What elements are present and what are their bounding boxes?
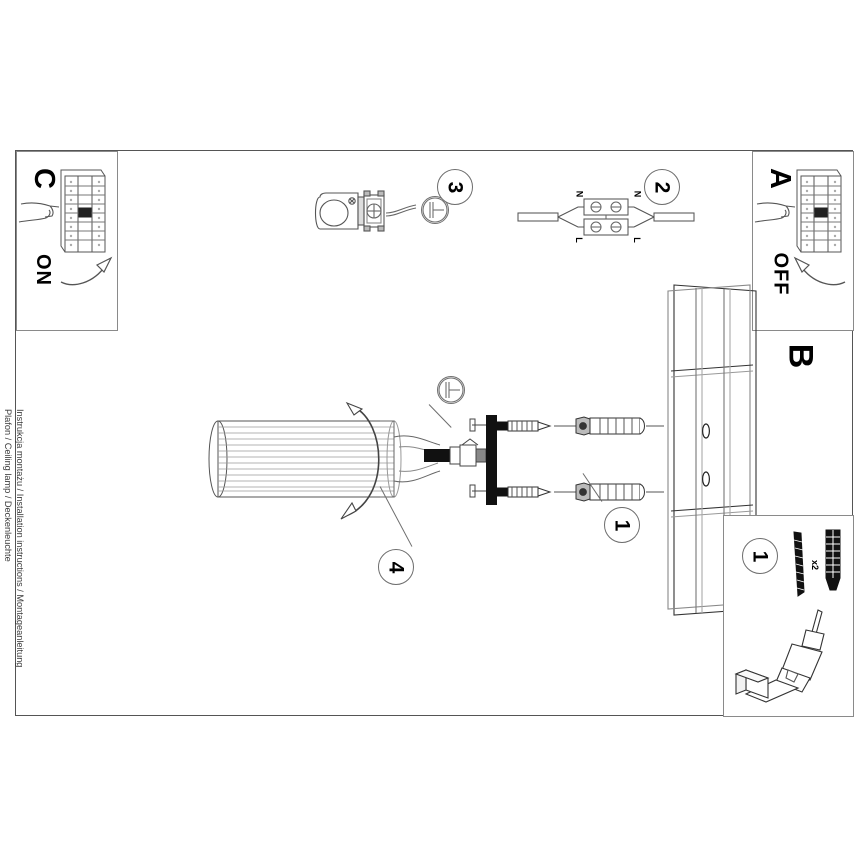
panel-parts-list: 1 x2 xyxy=(723,515,854,717)
arrow-off-icon xyxy=(793,256,846,286)
step-number-3: 3 xyxy=(437,169,473,205)
step3-lamp-base-graphic xyxy=(314,190,417,232)
terminal-label-l-right: L xyxy=(631,237,642,243)
hand-icon xyxy=(754,202,796,223)
panel-b-letter: B xyxy=(781,343,820,369)
arrow-on-icon xyxy=(60,256,113,286)
step4-shade-assembly-graphic xyxy=(208,401,497,520)
spine-title-block: Instrukcja montażu / Installation instru… xyxy=(2,409,26,709)
screw-icon xyxy=(793,531,805,597)
step-number-2: 2 xyxy=(644,169,680,205)
power-drill-icon xyxy=(734,609,825,703)
spine-line-2: Plafon / Ceiling lamp / Deckenleuchte xyxy=(3,409,13,562)
panel-c-state-label: ON xyxy=(32,254,54,286)
panel-a: A OFF xyxy=(752,151,854,331)
screwdriver-tool-icon-step4 xyxy=(437,376,465,404)
terminal-label-n-right: N xyxy=(632,190,643,198)
step2-wire-connector-graphic xyxy=(517,198,695,236)
spine-line-1: Instrukcja montażu / Installation instru… xyxy=(15,409,25,668)
breaker-panel-on-icon xyxy=(60,169,106,253)
step-number-4: 4 xyxy=(378,549,414,585)
parts-quantity-label: x2 xyxy=(810,559,821,571)
bracket-screw-upper xyxy=(493,420,552,432)
bracket-screw-lower xyxy=(493,486,552,498)
panel-c: C ON xyxy=(16,151,118,331)
panel-a-state-label: OFF xyxy=(769,252,792,296)
step1-anchor-lower xyxy=(554,482,664,502)
terminal-label-l-left: L xyxy=(573,237,584,243)
wall-plug-icon xyxy=(825,529,841,591)
hand-icon xyxy=(18,202,60,223)
document-frame: Instrukcja montażu / Installation instru… xyxy=(3,150,854,717)
breaker-panel-off-icon xyxy=(796,169,842,253)
step1-anchor-upper xyxy=(554,416,664,436)
parts-step-number: 1 xyxy=(742,538,778,574)
terminal-label-n-left: N xyxy=(574,190,585,198)
step-number-1: 1 xyxy=(604,507,640,543)
